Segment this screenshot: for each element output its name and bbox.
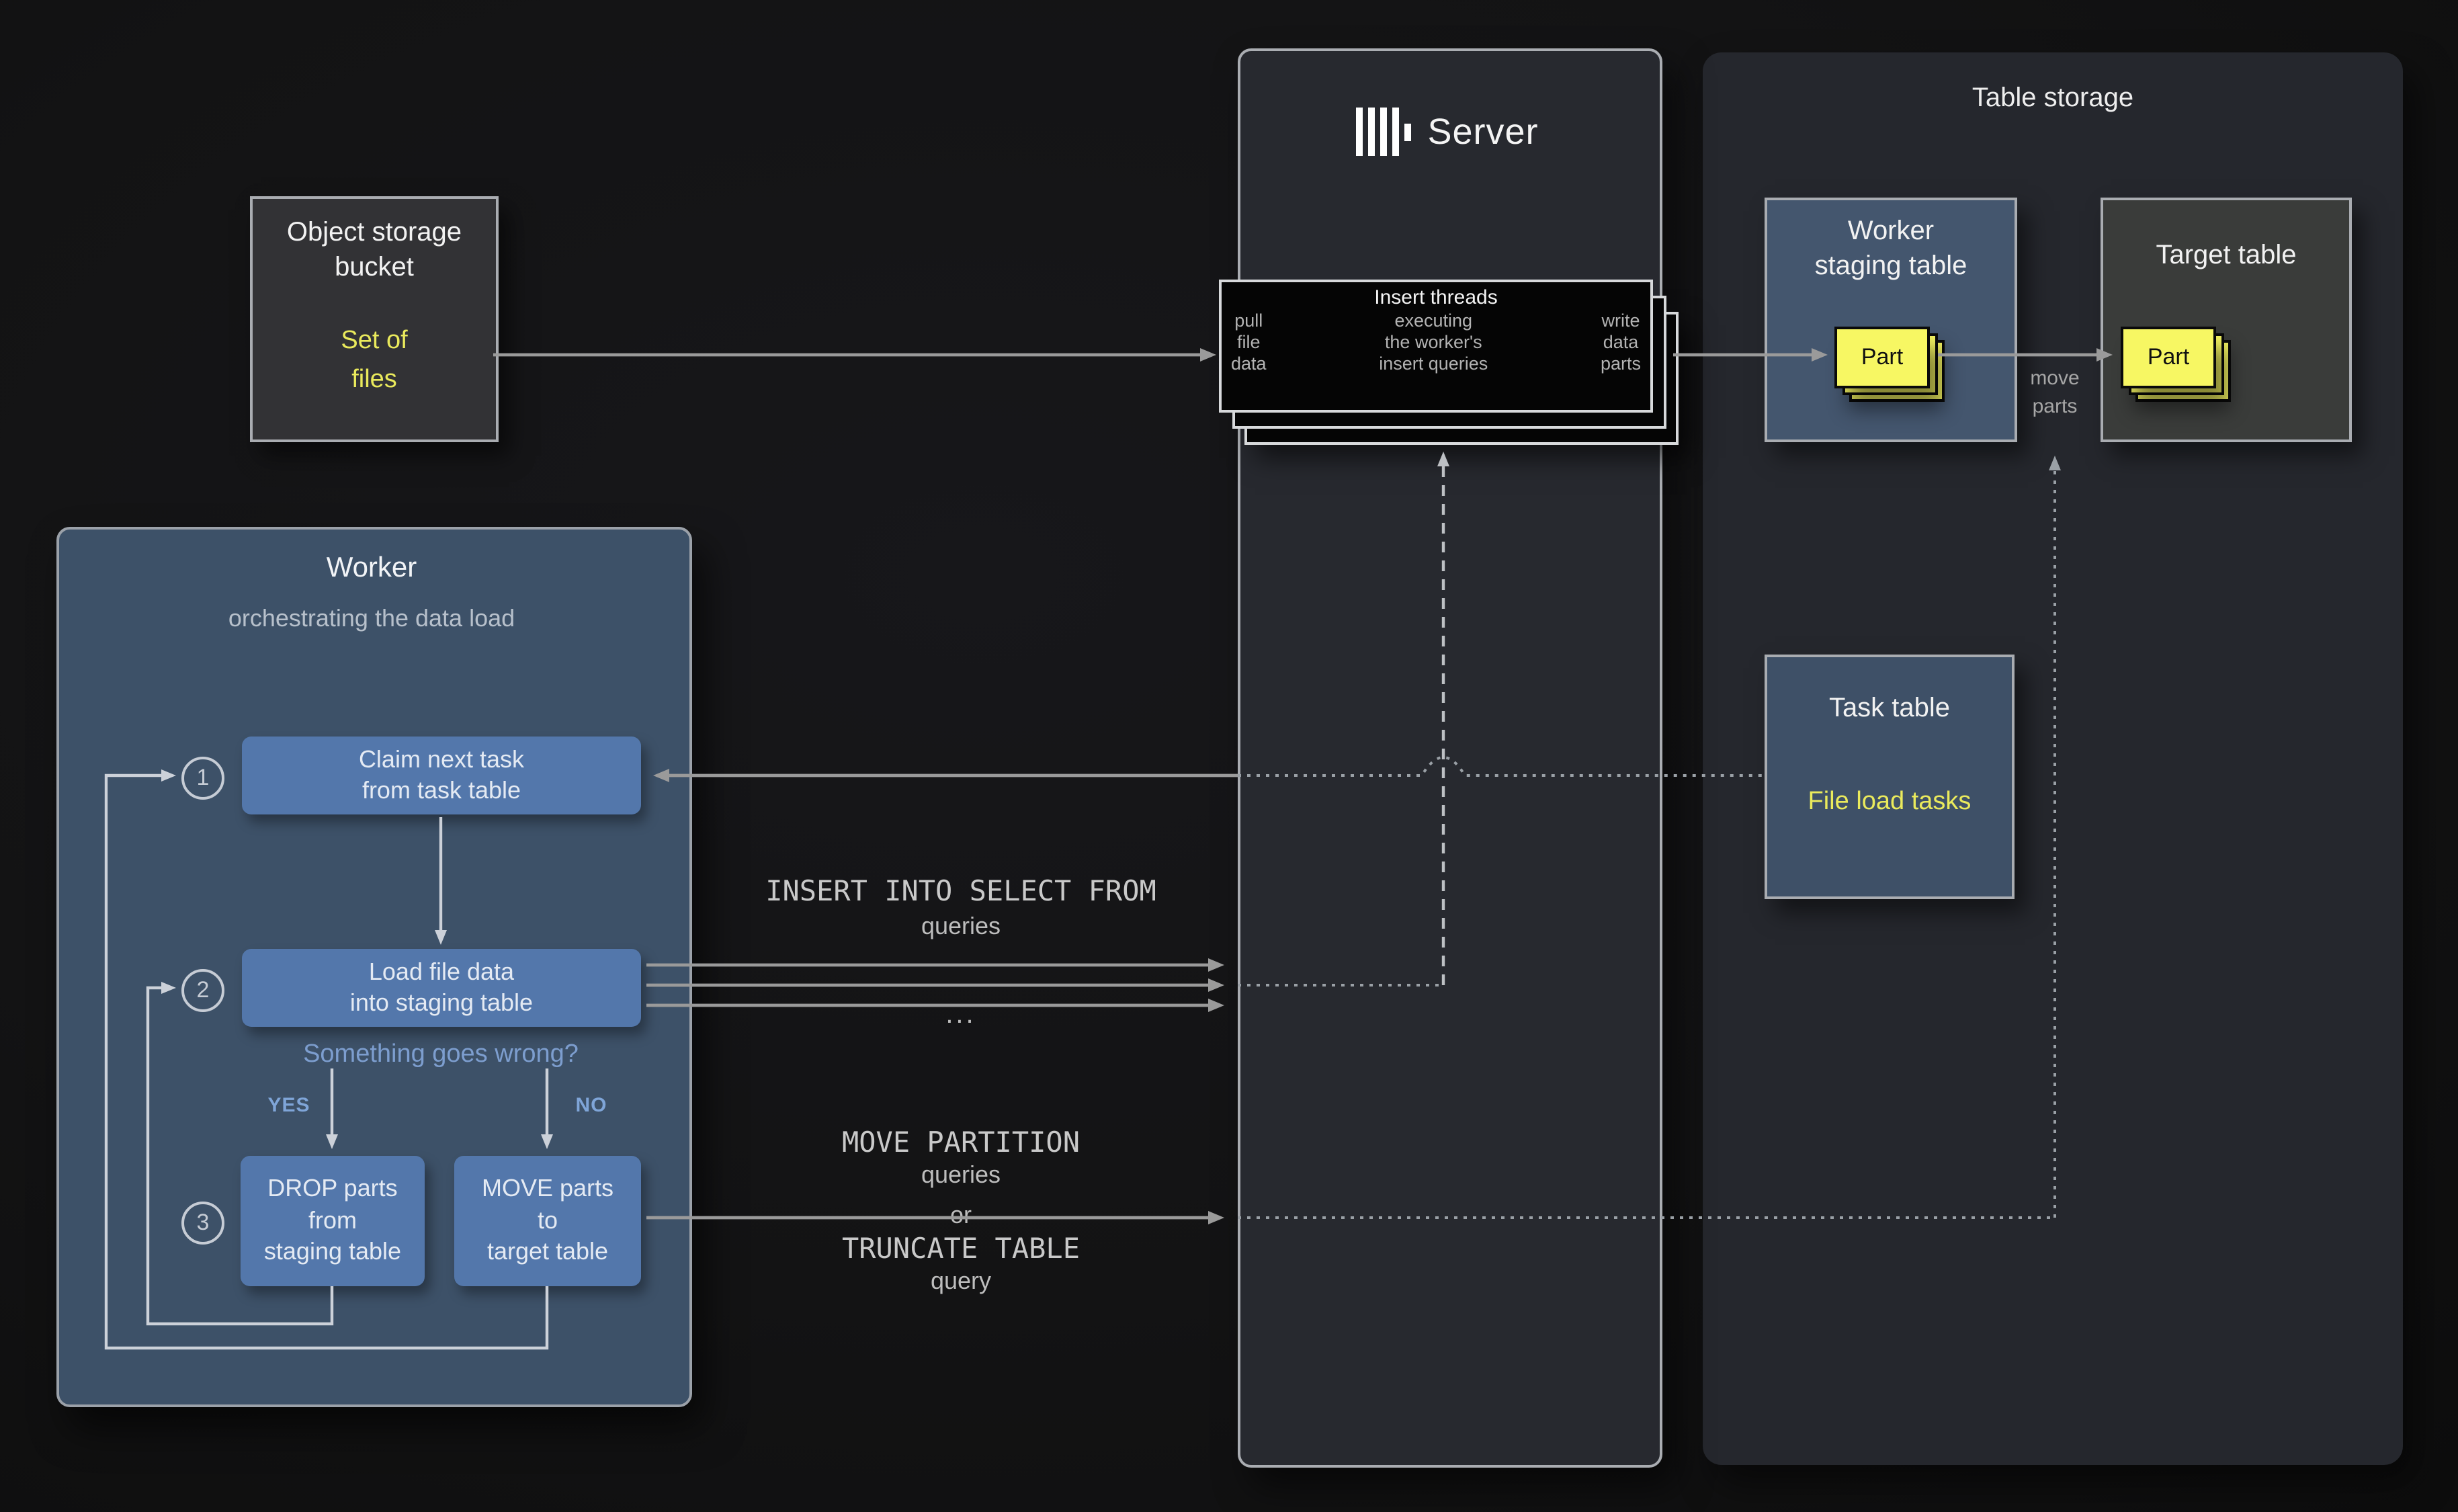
target-table-title: Target table [2156,241,2297,270]
yes-label: YES [267,1094,310,1117]
insert-select-queries-label: INSERT INTO SELECT FROM [765,875,1156,907]
object-storage-files-label: Set of files [341,327,408,393]
move-parts-label: move parts [2030,367,2080,418]
server-header: Server [1238,102,1657,161]
insert-queries-word: queries [921,913,1001,939]
worker-staging-table-title: Worker staging table [1814,216,1967,282]
more-queries-ellipsis: ... [945,1000,976,1030]
staging-part-label: Part [1861,344,1904,370]
table-storage-title: Table storage [1972,83,2134,113]
step-load-file-box: Load file data into staging table [242,949,641,1027]
insert-threads-box: Insert threads pull file data executing … [1219,280,1653,413]
insert-threads-write-label: write data parts [1600,310,1641,374]
move-partition-label: MOVE PARTITION [841,1126,1080,1159]
object-storage-box: Object storage bucket Set of files [250,196,499,442]
target-part-label: Part [2147,344,2190,370]
worker-subtitle: orchestrating the data load [228,605,515,632]
insert-threads-title: Insert threads [1374,286,1498,309]
move-queries-word: queries [921,1161,1001,1188]
clickhouse-logo-icon [1356,108,1412,156]
truncate-table-label: TRUNCATE TABLE [841,1232,1080,1265]
something-wrong-question: Something goes wrong? [303,1040,579,1068]
file-load-tasks-label: File load tasks [1808,788,1972,816]
target-table-box: Target table [2101,198,2352,442]
server-panel [1238,48,1662,1468]
worker-title: Worker [326,552,417,583]
object-storage-title: Object storage bucket [286,218,462,283]
task-table-box: Task table File load tasks [1765,655,2015,899]
target-part-sticky: Part [2121,327,2216,388]
worker-staging-table-box: Worker staging table [1765,198,2017,442]
step-2-badge: 2 [181,969,224,1012]
insert-threads-pull-label: pull file data [1231,310,1267,374]
staging-part-sticky: Part [1834,327,1930,388]
insert-threads-executing-label: executing the worker's insert queries [1379,310,1488,374]
server-title: Server [1427,111,1539,151]
step-1-badge: 1 [181,757,224,800]
step-3-badge: 3 [181,1202,224,1245]
truncate-query-word: query [930,1267,992,1294]
step-move-parts-box: MOVE parts to target table [454,1156,641,1286]
step-claim-task-box: Claim next task from task table [242,737,641,814]
task-table-title: Task table [1828,694,1951,723]
no-label: NO [575,1094,607,1117]
step-drop-parts-box: DROP parts from staging table [241,1156,425,1286]
or-word: or [949,1202,972,1228]
